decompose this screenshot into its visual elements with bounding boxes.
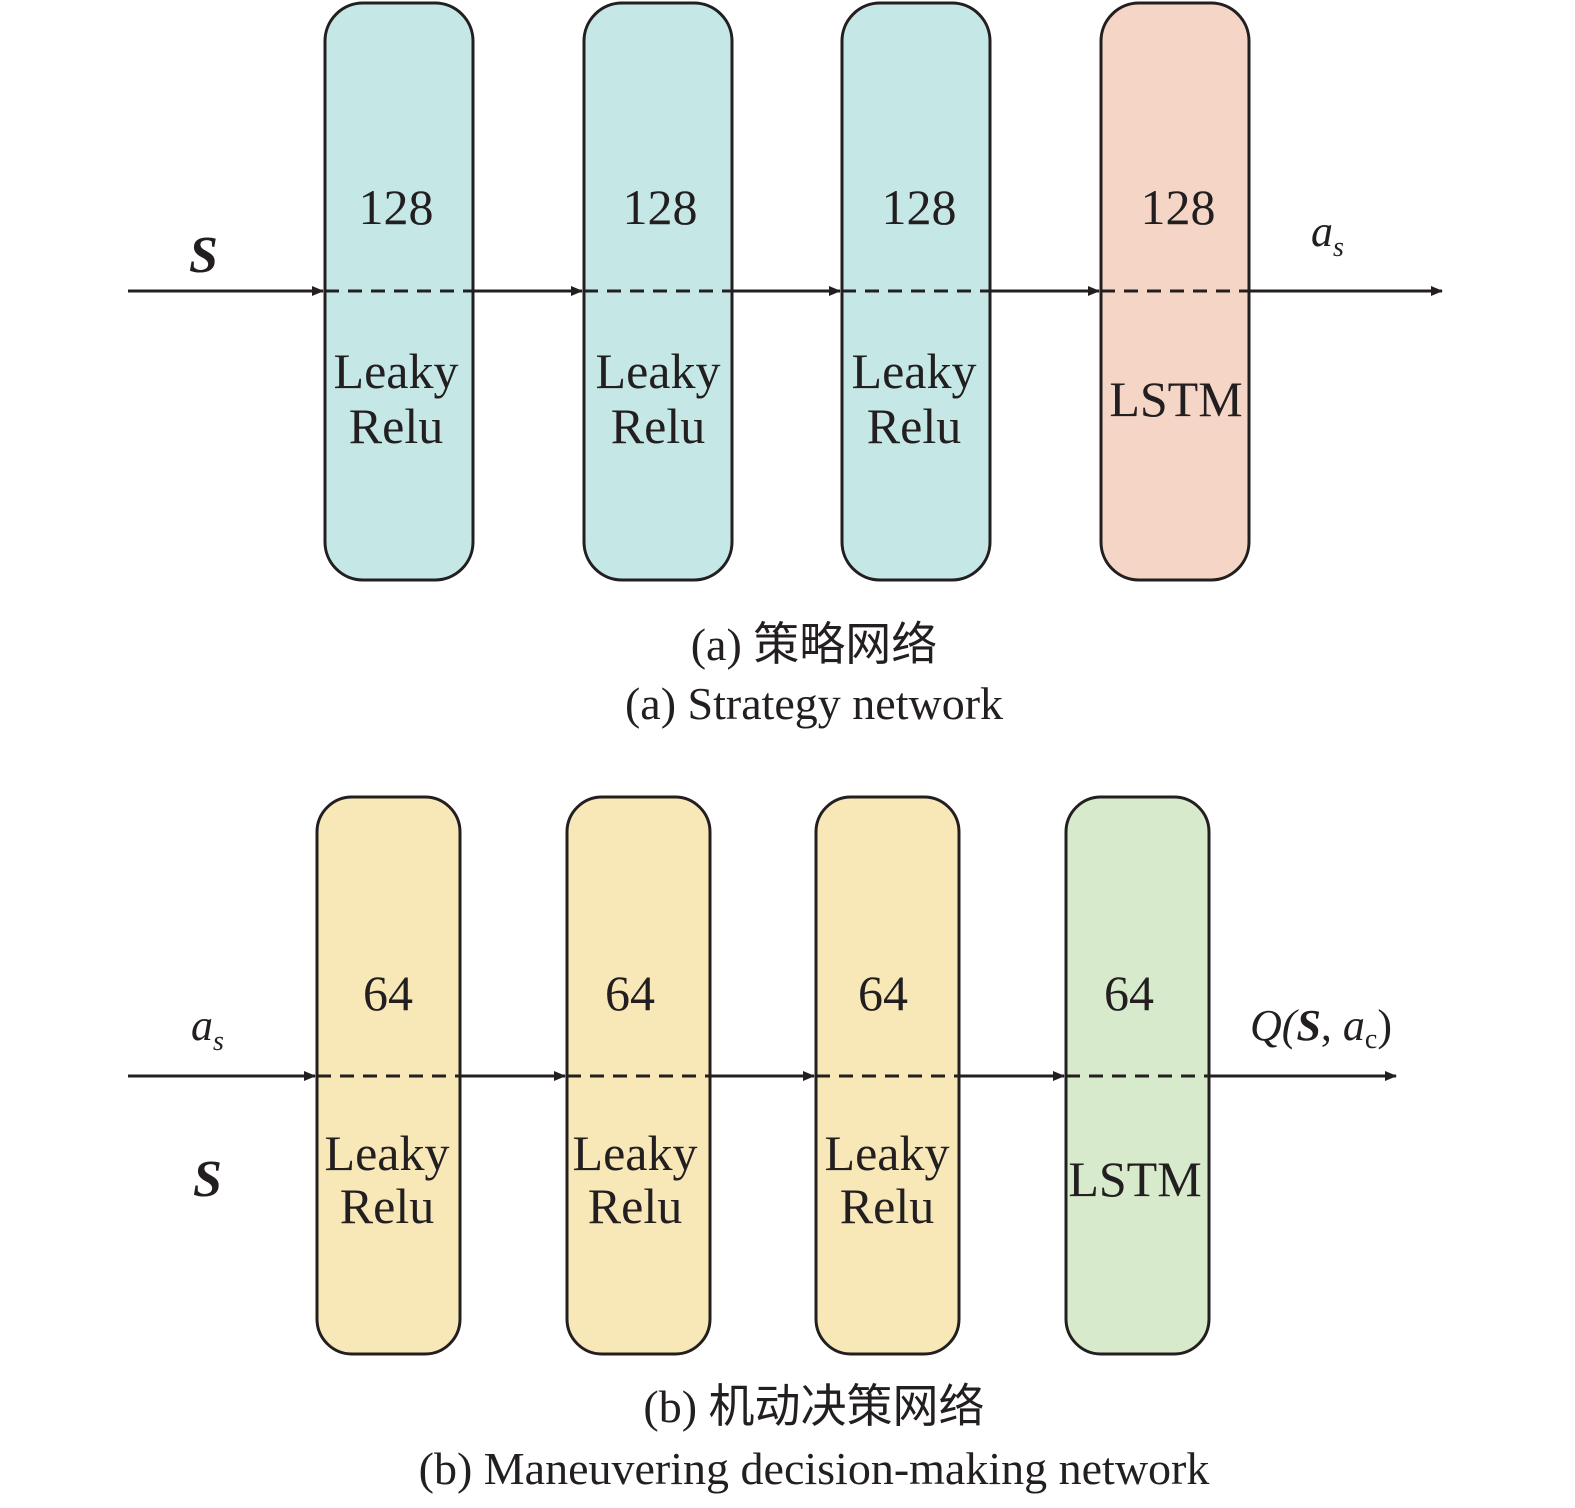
panel-b-input-sub: s <box>213 1026 224 1057</box>
panel-b-block-1-act-line2: Relu <box>340 1178 434 1234</box>
panel-b-output-suffix: ) <box>1377 1001 1392 1050</box>
panel-b-block-1-units: 64 <box>363 965 413 1021</box>
panel-b-block-4-units: 64 <box>1104 965 1154 1021</box>
panel-b-output-label: Q(S, ac) <box>1250 1001 1392 1055</box>
panel-b-output-comma: , <box>1321 1001 1343 1050</box>
panel-b-block-3-act-line1: Leaky <box>825 1125 950 1181</box>
panel-b-input-label-state: S <box>193 1151 222 1208</box>
panel-a-block-3-act-line2: Relu <box>867 398 961 454</box>
panel-b-output-prefix: Q( <box>1250 1001 1299 1050</box>
panel-a-output-var: a <box>1311 207 1333 256</box>
panel-a-caption-en: (a) Strategy network <box>625 678 1003 729</box>
panel-b-block-2-act-line1: Leaky <box>573 1125 698 1181</box>
panel-a-block-3-act-line1: Leaky <box>852 343 977 399</box>
panel-a-output-sub: s <box>1333 232 1344 263</box>
panel-b-caption-en: (b) Maneuvering decision-making network <box>419 1443 1210 1494</box>
panel-a-block-1-units: 128 <box>359 179 434 235</box>
panel-a-block-2-act-line2: Relu <box>611 398 705 454</box>
panel-a-block-1-act-line1: Leaky <box>334 343 459 399</box>
panel-a-input-label: S <box>189 227 218 284</box>
panel-a-caption-zh: (a) 策略网络 <box>691 619 938 670</box>
panel-a-block-3-units: 128 <box>882 179 957 235</box>
panel-b-caption-zh: (b) 机动决策网络 <box>643 1381 984 1432</box>
panel-a-strategy-network: 128 128 128 128 Leaky Relu Leaky Relu Le… <box>128 1 1443 729</box>
panel-a-block-2-act-line1: Leaky <box>596 343 721 399</box>
panel-a-block-2-units: 128 <box>623 179 698 235</box>
panel-b-block-1-act-line1: Leaky <box>325 1125 450 1181</box>
panel-b-input-var: a <box>191 1001 213 1050</box>
panel-b-block-2-act-line2: Relu <box>588 1178 682 1234</box>
panel-a-block-1-act-line2: Relu <box>349 398 443 454</box>
panel-b-block-2-units: 64 <box>605 965 655 1021</box>
panel-b-block-3-units: 64 <box>858 965 908 1021</box>
panel-b-output-action: a <box>1343 1001 1365 1050</box>
panel-a-block-4-units: 128 <box>1141 179 1216 235</box>
panel-b-output-action-sub: c <box>1365 1024 1377 1055</box>
panel-b-maneuvering-network: 64 64 64 64 Leaky Relu Leaky Relu Leaky … <box>128 795 1397 1494</box>
panel-b-block-4-act: LSTM <box>1068 1151 1201 1207</box>
panel-a-output-label: as <box>1311 207 1344 263</box>
panel-b-input-label: as <box>191 1001 224 1057</box>
panel-b-block-3-act-line2: Relu <box>840 1178 934 1234</box>
panel-b-output-state: S <box>1296 1001 1320 1050</box>
panel-a-block-4-act: LSTM <box>1109 371 1242 427</box>
